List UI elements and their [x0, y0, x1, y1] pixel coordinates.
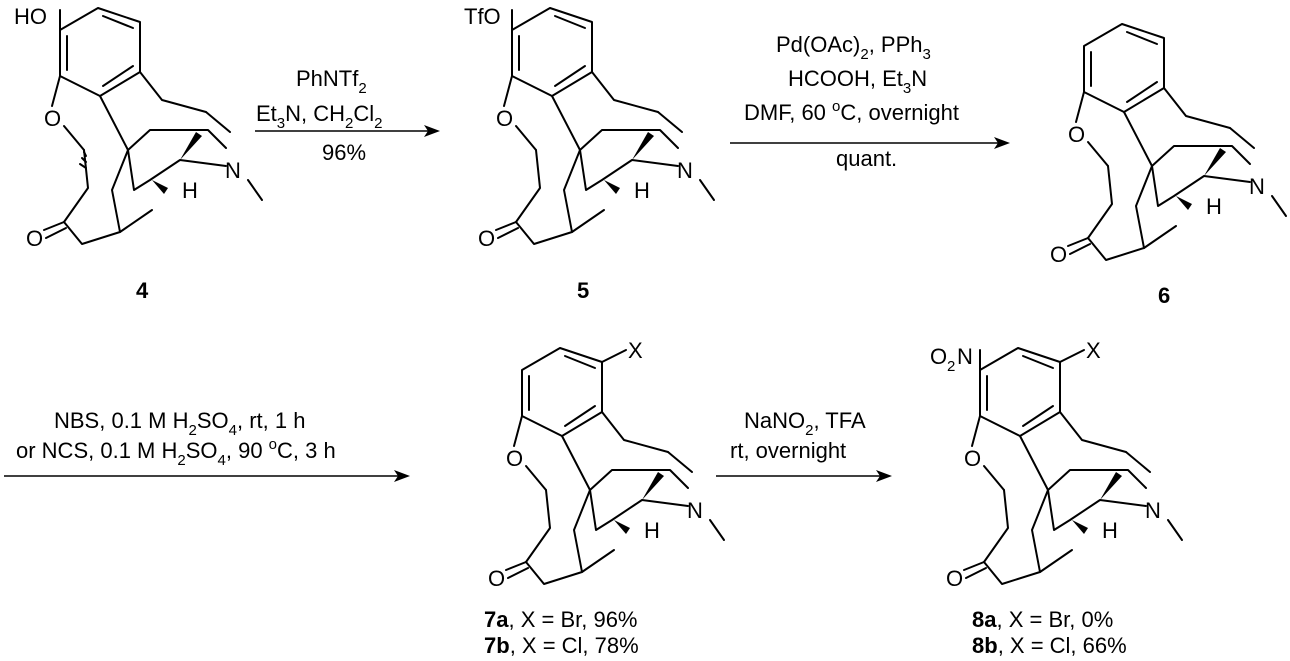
molecule-4: HO O N H O	[14, 4, 263, 251]
arrow-step1	[255, 125, 440, 137]
reagent-step4-line1: NaNO2, TFA	[744, 408, 866, 439]
compound-number-5: 5	[577, 278, 589, 303]
molecule-6: O N H O	[1050, 23, 1287, 267]
atom-halogen-x: X	[1086, 338, 1101, 363]
reagent-step1-line1: PhNTf2	[296, 66, 367, 97]
atom-nitro-nitrogen: N	[957, 344, 973, 369]
arrow-step2	[730, 137, 1010, 149]
atom-amine-nitrogen: N	[1249, 174, 1265, 199]
atom-ether-oxygen: O	[964, 446, 981, 471]
atom-ketone-oxygen: O	[26, 226, 43, 251]
atom-amine-nitrogen: N	[225, 158, 241, 183]
atom-amine-nitrogen: N	[1145, 498, 1161, 523]
atom-ketone-oxygen: O	[478, 226, 495, 251]
arrow-step3	[4, 470, 410, 482]
label-7a: 7a, X = Br, 96%	[484, 607, 638, 632]
atom-hydrogen: H	[182, 178, 198, 203]
atom-hydrogen: H	[1206, 194, 1222, 219]
atom-nitro-oxygen: O	[930, 344, 947, 369]
compound-number-6: 6	[1158, 283, 1170, 308]
atom-hydrogen: H	[634, 178, 650, 203]
atom-ether-oxygen: O	[506, 446, 523, 471]
atom-hydrogen: H	[1102, 518, 1118, 543]
reagent-step4-line2: rt, overnight	[730, 438, 846, 463]
atom-ether-oxygen: O	[1068, 122, 1085, 147]
molecule-7: X O N H O	[488, 338, 725, 591]
reagent-step3-line1: NBS, 0.1 M H2SO4, rt, 1 h	[54, 408, 305, 439]
atom-ether-oxygen: O	[496, 106, 513, 131]
compound-number-4: 4	[136, 278, 149, 303]
reagent-step2-yield: quant.	[836, 146, 897, 171]
reagent-step3-line2: or NCS, 0.1 M H2SO4, 90 oC, 3 h	[16, 436, 336, 469]
atom-nitro-subscript: 2	[947, 358, 955, 375]
label-8b: 8b, X = Cl, 66%	[972, 633, 1127, 658]
reagent-step1-yield: 96%	[322, 140, 366, 165]
reagent-step2-line2: HCOOH, Et3N	[788, 66, 927, 97]
atom-ketone-oxygen: O	[488, 566, 505, 591]
atom-ketone-oxygen: O	[946, 566, 963, 591]
atom-ketone-oxygen: O	[1050, 242, 1067, 267]
atom-halogen-x: X	[628, 338, 643, 363]
atom-ether-oxygen: O	[44, 106, 61, 131]
reagent-step1-line2: Et3N, CH2Cl2	[256, 101, 383, 132]
molecule-5: TfO O N H O	[464, 4, 715, 251]
molecule-8: O 2 N X O N H O	[930, 338, 1183, 591]
reagent-step2-line1: Pd(OAc)2, PPh3	[776, 32, 931, 63]
label-8a: 8a, X = Br, 0%	[972, 607, 1113, 632]
label-7b: 7b, X = Cl, 78%	[484, 633, 639, 658]
atom-triflate: TfO	[464, 4, 501, 29]
atom-amine-nitrogen: N	[677, 158, 693, 183]
arrow-step4	[716, 470, 892, 482]
atom-hydroxyl: HO	[14, 4, 47, 29]
reagent-step2-line3: DMF, 60 oC, overnight	[744, 98, 959, 125]
atom-amine-nitrogen: N	[687, 498, 703, 523]
atom-hydrogen: H	[644, 518, 660, 543]
